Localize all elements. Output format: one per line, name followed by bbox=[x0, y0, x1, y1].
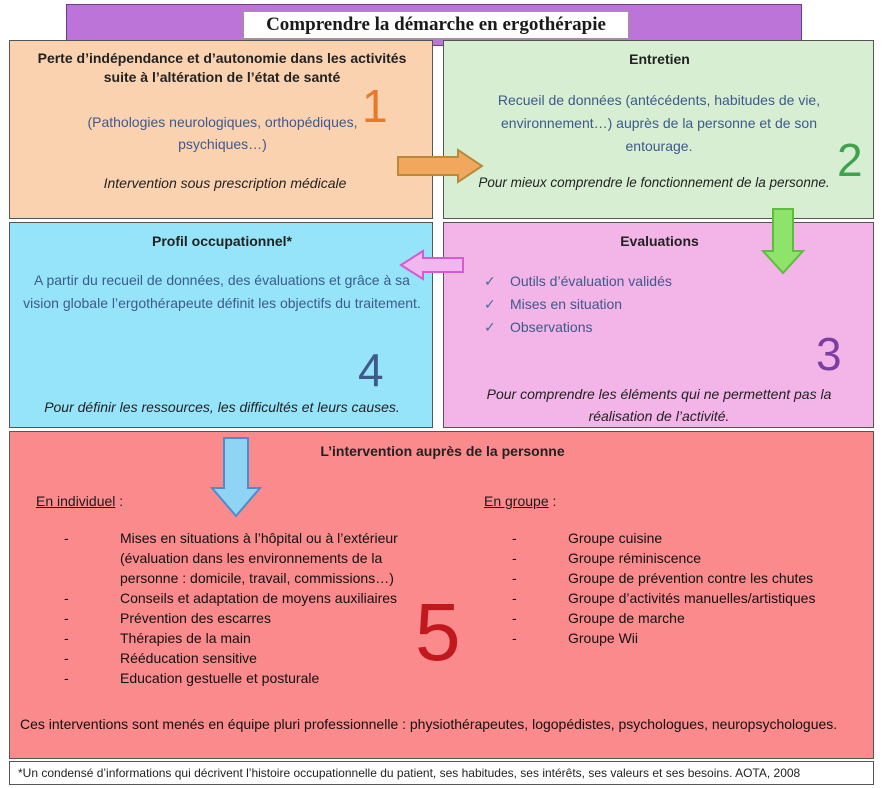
list-item: -Groupe réminiscence bbox=[512, 550, 702, 566]
step-2-number: 2 bbox=[837, 134, 863, 186]
step-1-description: (Pathologies neurologiques, orthopédique… bbox=[87, 114, 358, 152]
step-4-description: A partir du recueil de données, des éval… bbox=[23, 272, 421, 311]
group-label: En groupe bbox=[484, 493, 549, 509]
group-list: -Groupe cuisine -Groupe réminiscence -Gr… bbox=[512, 528, 852, 648]
arrow-right-icon bbox=[397, 148, 484, 184]
step-4-box: Profil occupationnel* A partir du recuei… bbox=[9, 222, 433, 428]
list-item: -Education gestuelle et posturale bbox=[64, 670, 320, 686]
list-item: -Prévention des escarres bbox=[64, 610, 271, 626]
group-label-wrap: En groupe : bbox=[484, 493, 557, 509]
step-5-heading: L’intervention auprès de la personne bbox=[320, 443, 565, 459]
individual-label-wrap: En individuel : bbox=[36, 493, 124, 509]
step-3-heading: Evaluations bbox=[620, 233, 699, 249]
step-4-number: 4 bbox=[358, 344, 384, 396]
step-2-note: Pour mieux comprendre le fonctionnement … bbox=[478, 175, 830, 190]
check-icon: ✓ bbox=[484, 319, 496, 335]
arrow-down-icon bbox=[760, 208, 806, 275]
list-item: ✓Outils d’évaluation validés bbox=[484, 270, 672, 293]
step-1-box: Perte d’indépendance et d’autonomie dans… bbox=[9, 40, 433, 219]
step-4-heading: Profil occupationnel* bbox=[151, 233, 292, 249]
step-3-note: Pour comprendre les éléments qui ne perm… bbox=[486, 386, 832, 424]
individual-label: En individuel bbox=[36, 493, 116, 509]
evaluation-list: ✓Outils d’évaluation validés ✓Mises en s… bbox=[484, 270, 672, 339]
individual-list: -Mises en situations à l’hôpital ou à l’… bbox=[64, 528, 404, 688]
check-icon: ✓ bbox=[484, 273, 496, 289]
list-item: -Conseils et adaptation de moyens auxili… bbox=[64, 590, 398, 606]
step-4-note: Pour définir les ressources, les difficu… bbox=[44, 399, 400, 415]
step-5-footer: Ces interventions sont menés en équipe p… bbox=[20, 716, 838, 732]
arrow-left-icon bbox=[399, 249, 464, 281]
step-2-box: Entretien Recueil de données (antécédent… bbox=[443, 40, 874, 219]
step-1-heading: Perte d’indépendance et d’autonomie dans… bbox=[37, 50, 407, 85]
list-item: -Groupe cuisine bbox=[512, 530, 663, 546]
list-item: -Thérapies de la main bbox=[64, 630, 251, 646]
title-bar: Comprendre la démarche en ergothérapie bbox=[66, 4, 802, 46]
check-icon: ✓ bbox=[484, 296, 496, 312]
arrow-down-icon bbox=[209, 437, 263, 518]
step-1-number: 1 bbox=[362, 80, 388, 132]
step-3-box: Evaluations ✓Outils d’évaluation validés… bbox=[443, 222, 874, 428]
page-title: Comprendre la démarche en ergothérapie bbox=[243, 11, 629, 39]
list-item: -Groupe de prévention contre les chutes bbox=[512, 570, 814, 586]
list-item: ✓Mises en situation bbox=[484, 293, 672, 316]
list-item: -Mises en situations à l’hôpital ou à l’… bbox=[64, 530, 398, 586]
list-item: -Groupe Wii bbox=[512, 630, 639, 646]
list-item: ✓Observations bbox=[484, 316, 672, 339]
list-item: -Groupe de marche bbox=[512, 610, 685, 626]
step-3-number: 3 bbox=[816, 328, 842, 380]
step-2-description: Recueil de données (antécédents, habitud… bbox=[497, 92, 821, 154]
step-2-heading: Entretien bbox=[629, 51, 690, 67]
step-1-note: Intervention sous prescription médicale bbox=[103, 175, 347, 191]
step-5-number: 5 bbox=[415, 587, 461, 678]
list-item: -Groupe d’activités manuelles/artistique… bbox=[512, 590, 816, 606]
step-5-box: L’intervention auprès de la personne En … bbox=[9, 431, 874, 759]
list-item: -Rééducation sensitive bbox=[64, 650, 257, 666]
footnote: *Un condensé d’informations qui décriven… bbox=[9, 761, 874, 785]
